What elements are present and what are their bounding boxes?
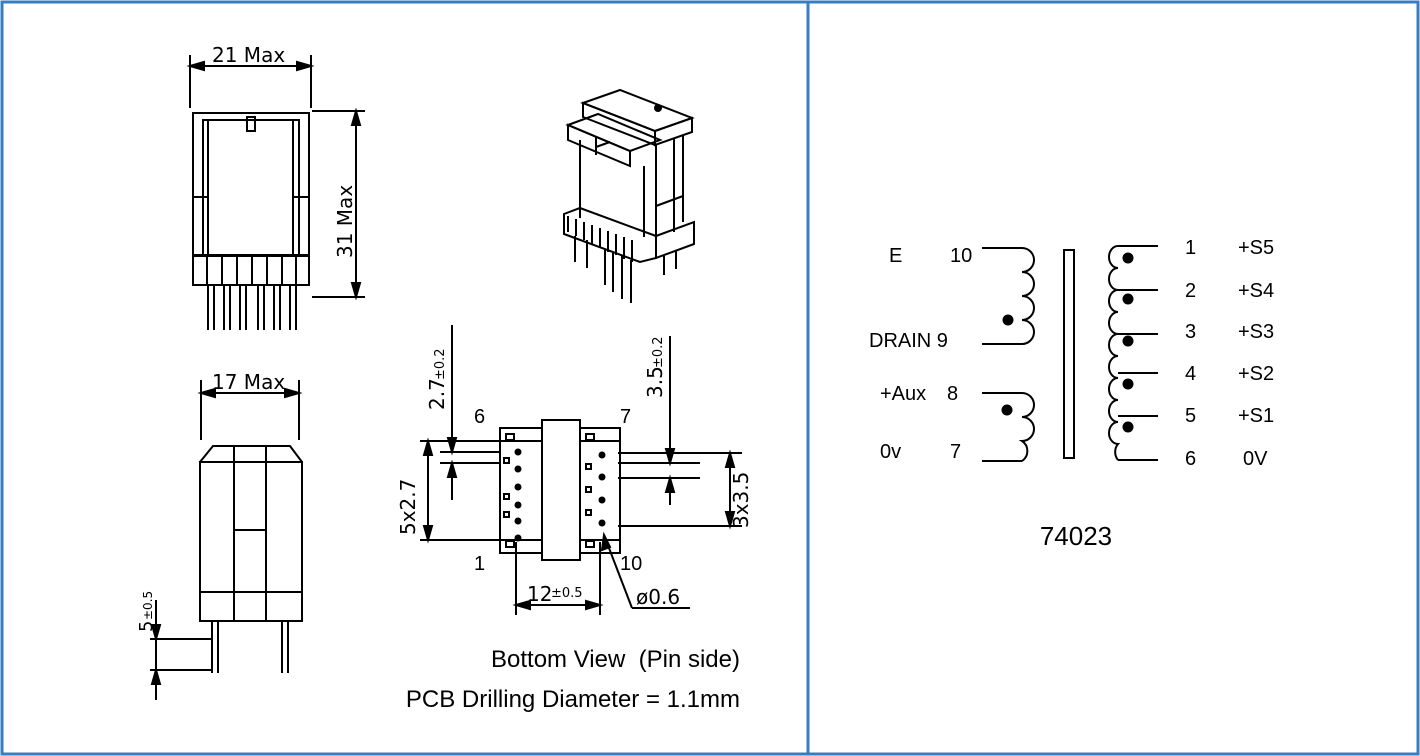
aux-top-name: +Aux <box>880 383 926 405</box>
sec-name-5: +S1 <box>1238 405 1274 427</box>
transformer-core <box>1063 249 1075 459</box>
height-dimension <box>312 107 365 301</box>
height-label: 31 Max <box>333 185 357 258</box>
sec-name-6: 0V <box>1243 448 1268 470</box>
left-pitch-label: 5x2.7 <box>396 479 420 535</box>
sec-pin-1: 1 <box>1185 237 1196 259</box>
schematic-panel <box>982 245 1158 462</box>
schematic-labels: E 10 DRAIN 9 +Aux 8 0v 7 1 +S5 2 +S4 3 +… <box>869 237 1274 551</box>
offset-right-tol: ±0.2 <box>651 336 666 368</box>
sec-pin-3: 3 <box>1185 321 1196 343</box>
offset-right-label: 3.5 <box>643 366 667 398</box>
part-number: 74023 <box>1040 521 1112 551</box>
sec-pin-2: 2 <box>1185 280 1196 302</box>
pin-1-label: 1 <box>474 553 485 575</box>
pin-length-label: 5 <box>136 621 157 632</box>
side-view <box>199 445 303 673</box>
pin-length-tol: ±0.5 <box>141 591 155 620</box>
row-spacing-label: 12 <box>527 582 552 606</box>
aux-bottom-name: 0v <box>880 441 901 463</box>
width-dimension <box>186 55 315 108</box>
aux-winding <box>982 392 1035 462</box>
pin-6-label: 6 <box>474 406 485 428</box>
pin-10-label: 10 <box>620 553 642 575</box>
sec-pin-5: 5 <box>1185 405 1196 427</box>
primary-top-pin: 10 <box>950 245 972 267</box>
aux-bottom-pin: 7 <box>950 441 961 463</box>
drilling-caption: PCB Drilling Diameter = 1.1mm <box>406 686 740 713</box>
sec-name-1: +S5 <box>1238 237 1274 259</box>
aux-top-pin: 8 <box>947 383 958 405</box>
secondary-winding <box>1108 245 1158 461</box>
sec-name-4: +S2 <box>1238 363 1274 385</box>
pin-diameter-label: ø0.6 <box>636 585 680 609</box>
offset-left-tol: ±0.2 <box>433 348 448 380</box>
pin-7-label: 7 <box>620 406 631 428</box>
depth-dimension <box>197 380 303 440</box>
width-label: 21 Max <box>212 43 285 67</box>
bottom-view-caption: Bottom View (Pin side) <box>491 646 740 673</box>
front-view <box>192 112 310 330</box>
sec-pin-4: 4 <box>1185 363 1196 385</box>
mechanical-labels: 21 Max 31 Max 17 Max 5 ±0.5 2.7 ±0.2 3.5… <box>136 43 753 713</box>
depth-label: 17 Max <box>212 370 285 394</box>
isometric-view <box>563 88 695 303</box>
mechanical-panel <box>150 55 742 700</box>
offset-left-label: 2.7 <box>425 378 449 410</box>
primary-bottom-name: DRAIN 9 <box>869 330 948 352</box>
sec-name-3: +S3 <box>1238 321 1274 343</box>
row-spacing-tol: ±0.5 <box>551 586 583 601</box>
bottom-view <box>420 325 742 615</box>
primary-top-name: E <box>889 245 902 267</box>
sec-name-2: +S4 <box>1238 280 1274 302</box>
primary-winding <box>982 247 1035 345</box>
sec-pin-6: 6 <box>1185 448 1196 470</box>
right-pitch-label: 3x3.5 <box>729 472 753 528</box>
pin-length-dimension <box>150 600 212 700</box>
